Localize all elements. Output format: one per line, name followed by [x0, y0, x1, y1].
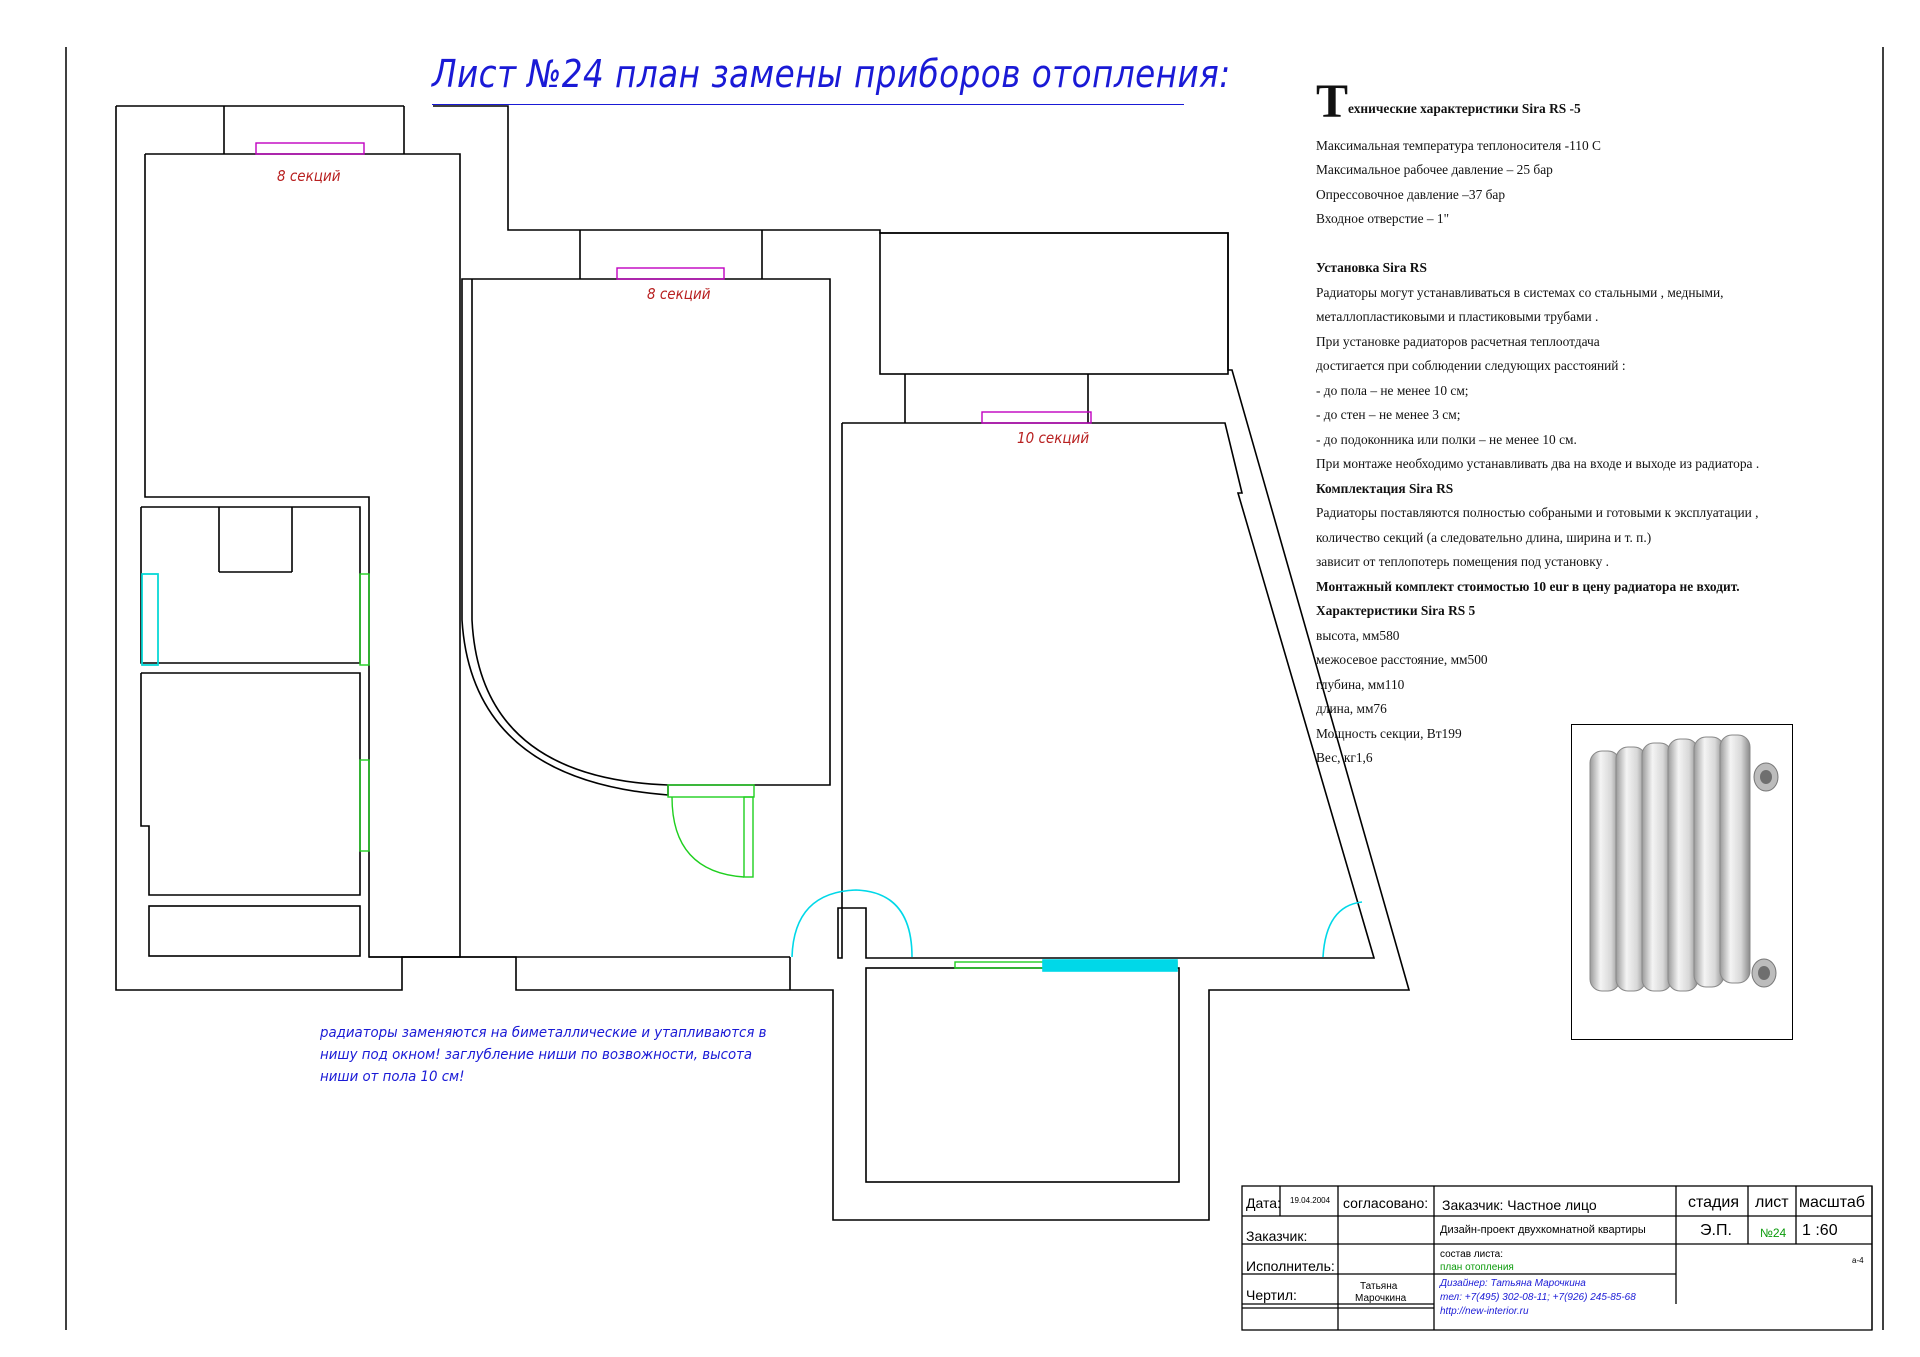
install-line: Радиаторы могут устанавливаться в систем… — [1316, 285, 1724, 300]
install-line: При монтаже необходимо устанавливать два… — [1316, 456, 1760, 471]
note-line-1: радиаторы заменяются на биметаллические … — [320, 1025, 767, 1041]
note-line-2: нишу под окном! заглубление ниши по возв… — [320, 1047, 753, 1063]
stage-label: стадия — [1688, 1194, 1739, 1211]
spec-line: Входное отверстие – 1" — [1316, 211, 1450, 226]
title-underline — [432, 104, 1184, 105]
spec-line: Максимальное рабочее давление – 25 бар — [1316, 162, 1553, 177]
drawn-name-1: Татьяна — [1360, 1281, 1398, 1292]
chars-line: межосевое расстояние, мм500 — [1316, 652, 1488, 667]
spec-line: Максимальная температура теплоносителя -… — [1316, 138, 1601, 153]
phone-line: тел: +7(495) 302-08-11; +7(926) 245-85-6… — [1440, 1292, 1636, 1303]
drawn-label: Чертил: — [1246, 1287, 1297, 1303]
executor-label: Исполнитель: — [1246, 1258, 1335, 1274]
radiator-label-left: 8 секций — [277, 167, 341, 185]
kit-note: Монтажный комплект стоимостью 10 eur в ц… — [1316, 579, 1740, 594]
right-room-wall — [837, 422, 1376, 959]
scale-label: масштаб — [1799, 1194, 1865, 1211]
designer-line: Дизайнер: Татьяна Марочкина — [1440, 1278, 1586, 1289]
specs-title: Технические характеристики Sira RS -5 — [1316, 78, 1581, 126]
install-line: - до пола – не менее 10 см; — [1316, 383, 1469, 398]
spec-line: Опрессовочное давление –37 бар — [1316, 187, 1506, 202]
radiator-middle — [616, 267, 725, 280]
note-line-3: ниши от пола 10 см! — [320, 1069, 465, 1085]
kit-title: Комплектация Sira RS — [1316, 481, 1454, 496]
kit-line: зависит от теплопотерь помещения под уст… — [1316, 554, 1609, 569]
kit-line: количество секций (а следовательно длина… — [1316, 530, 1652, 545]
chars-line: глубина, мм110 — [1316, 677, 1405, 692]
site-line: http://new-interior.ru — [1440, 1306, 1529, 1316]
specs-title-rest: ехнические характеристики Sira RS -5 — [1348, 101, 1581, 116]
radiator-sections — [1589, 734, 1779, 992]
drawn-name-2: Марочкина — [1355, 1293, 1407, 1304]
specs-title-initial: Т — [1316, 75, 1349, 128]
chars-title: Характеристики Sira RS 5 — [1316, 603, 1476, 618]
scale-value: 1 :60 — [1802, 1222, 1838, 1239]
agreed-label: согласовано: — [1343, 1195, 1429, 1211]
install-line: При установке радиаторов расчетная тепло… — [1316, 334, 1600, 349]
chars-line: Мощность секции, Вт199 — [1316, 726, 1462, 741]
install-line: - до подоконника или полки – не менее 10… — [1316, 432, 1577, 447]
chars-line: высота, мм580 — [1316, 628, 1400, 643]
date-label: Дата: — [1246, 1195, 1281, 1211]
install-title: Установка Sira RS — [1316, 260, 1427, 275]
format-value: а-4 — [1852, 1256, 1864, 1265]
content-value: план отопления — [1440, 1262, 1514, 1273]
project-name: Дизайн-проект двухкомнатной квартиры — [1440, 1224, 1646, 1236]
radiator-image — [1571, 724, 1793, 1040]
radiator-right — [981, 411, 1092, 424]
date-value: 19.04.2004 — [1290, 1196, 1331, 1205]
install-line: - до стен – не менее 3 см; — [1316, 407, 1461, 422]
sheet-value: №24 — [1760, 1226, 1787, 1240]
radiator-label-right: 10 секций — [1017, 429, 1090, 447]
stage-value: Э.П. — [1700, 1222, 1732, 1239]
radiator-label-middle: 8 секций — [647, 285, 711, 303]
chars-line: длина, мм76 — [1316, 701, 1387, 716]
customer-header: Заказчик: Частное лицо — [1442, 1197, 1597, 1213]
sheet-label: лист — [1755, 1194, 1789, 1211]
install-line: достигается при соблюдении следующих рас… — [1316, 358, 1626, 373]
install-line: металлопластиковыми и пластиковыми труба… — [1316, 309, 1599, 324]
sheet-title: Лист №24 план замены приборов отопления: — [432, 52, 1231, 96]
replacement-note: радиаторы заменяются на биметаллические … — [320, 1022, 767, 1088]
chars-line: Вес, кг1,6 — [1316, 750, 1373, 765]
customer-label: Заказчик: — [1246, 1228, 1308, 1244]
content-label: состав листа: — [1440, 1249, 1504, 1260]
kit-line: Радиаторы поставляются полностью собраны… — [1316, 505, 1759, 520]
radiator-left — [255, 142, 365, 155]
